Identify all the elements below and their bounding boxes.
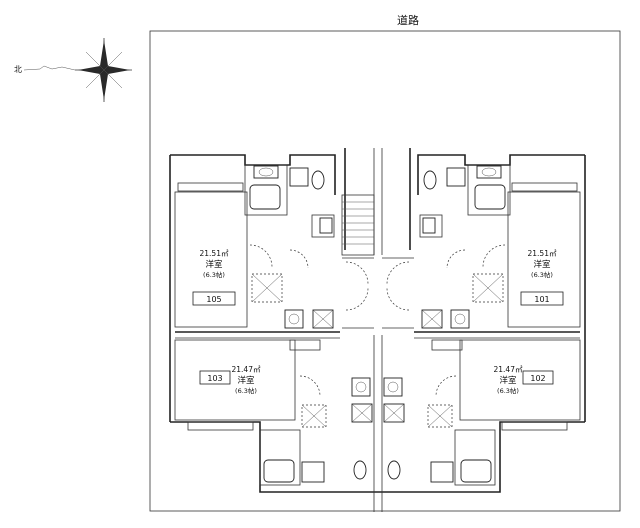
sink-icon [450,309,470,329]
bathtub-icon [474,184,506,210]
unit-103-tatami: (6.3帖) [235,386,257,395]
closet [251,273,283,303]
sink-icon [284,309,304,329]
washbasin-icon [253,165,279,179]
washing-machine-icon [446,167,466,187]
unit-105-tatami: (6.3帖) [203,270,225,279]
closet [472,273,504,303]
unit-101: 21.51㎡ 洋室 (6.3帖) 101 [419,164,581,329]
wc-room [419,214,443,238]
unit-103-number: 103 [207,374,222,383]
washbasin-icon [476,165,502,179]
bathroom [467,164,511,216]
unit-105: 21.51㎡ 洋室 (6.3帖) 105 [174,164,335,329]
unit-103: 21.47㎡ 洋室 (6.3帖) 103 [174,339,373,486]
unit-102-number-box [522,370,554,385]
vent [289,339,321,351]
western-room [174,191,248,328]
unit-101-area: 21.51㎡ [528,249,557,258]
washing-machine-icon [289,167,309,187]
vent [431,339,463,351]
unit-102-tatami: (6.3帖) [497,386,519,395]
wc-room [311,214,335,238]
balcony [177,182,244,192]
north-label: 北 [14,65,22,74]
unit-101-tatami: (6.3帖) [531,270,553,279]
toilet-icon [353,460,367,480]
bathroom [244,164,288,216]
unit-103-number-box [199,370,231,385]
bathtub-icon [460,459,492,483]
unit-105-number: 105 [206,295,221,304]
site-boundary [149,30,621,512]
unit-101-number: 101 [534,295,549,304]
sink-icon [351,377,371,397]
unit-102: 21.47㎡ 洋室 (6.3帖) 102 [383,339,581,486]
sink-icon [383,377,403,397]
bathroom [259,429,301,486]
entrance-doors [342,257,414,329]
unit-103-area: 21.47㎡ [232,365,261,374]
unit-102-number: 102 [530,374,545,383]
toilet-icon [387,460,401,480]
toilet-icon [423,170,437,190]
staircase [341,194,375,256]
unit-102-room: 洋室 [499,375,517,386]
western-room [459,339,581,421]
unit-105-number-box [192,291,236,306]
washing-machine-icon [430,461,454,483]
road-label: 道路 [397,13,419,27]
unit-101-number-box [520,291,564,306]
bathtub-icon [263,459,295,483]
unit-101-room: 洋室 [533,259,551,270]
western-room [174,339,296,421]
closet [427,404,453,428]
balcony [501,421,568,431]
unit-105-area: 21.51㎡ [200,249,229,258]
unit-105-room: 洋室 [205,259,223,270]
toilet-icon [311,170,325,190]
bathtub-icon [249,184,281,210]
balcony [511,182,578,192]
north-arrow-icon: 北 [14,38,132,102]
washing-machine-icon [301,461,325,483]
closet [301,404,327,428]
balcony [187,421,254,431]
unit-103-room: 洋室 [237,375,255,386]
unit-102-area: 21.47㎡ [494,365,523,374]
bathroom [454,429,496,486]
western-room [507,191,581,328]
building [169,148,586,512]
